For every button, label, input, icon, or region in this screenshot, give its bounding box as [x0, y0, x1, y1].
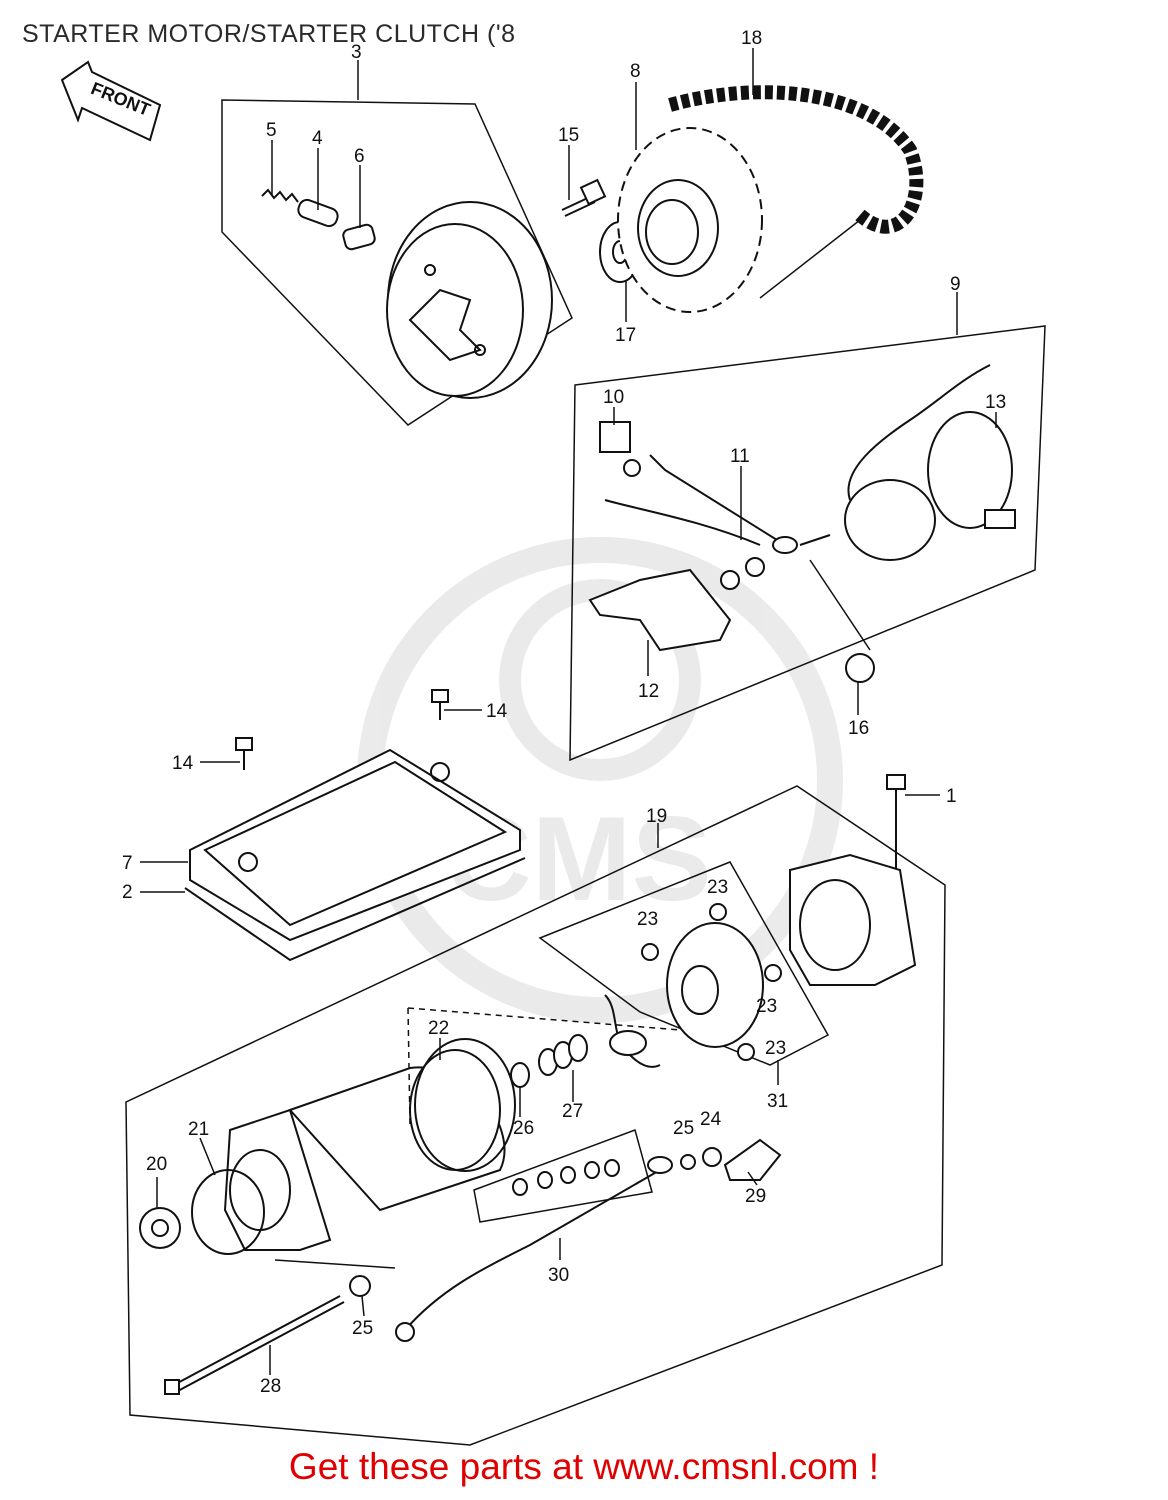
- callout-7: 7: [122, 853, 133, 874]
- terminal-nuts-24-25: [680, 1147, 722, 1170]
- nut-part-25a: [349, 1275, 371, 1297]
- callout-6: 6: [354, 146, 365, 167]
- page-title: STARTER MOTOR/STARTER CLUTCH ('8: [22, 20, 516, 48]
- lead-part-11: [604, 454, 798, 554]
- callout-25a: 25: [673, 1118, 694, 1139]
- spring-part: [261, 188, 299, 203]
- washer-part-26: [510, 1062, 530, 1088]
- callout-9: 9: [950, 274, 961, 295]
- callout-23d: 23: [765, 1038, 786, 1059]
- callout-18: 18: [741, 28, 762, 49]
- callout-2: 2: [122, 882, 133, 903]
- callout-31: 31: [767, 1091, 788, 1112]
- brush-group-frame: [538, 861, 830, 1066]
- callout-24: 24: [700, 1109, 722, 1130]
- callout-25b: 25: [352, 1318, 373, 1339]
- callout-leaders: [140, 48, 997, 1375]
- relay-group-frame: [569, 325, 1046, 762]
- callout-14a: 14: [486, 701, 508, 722]
- motor-group-frame: [125, 785, 946, 1446]
- callout-16: 16: [848, 718, 869, 739]
- bolt-part-14a: [431, 689, 449, 720]
- callout-4: 4: [312, 128, 323, 149]
- callout-23b: 23: [637, 909, 658, 930]
- callout-28: 28: [260, 1376, 281, 1397]
- terminal-cap-part-29: [723, 1138, 782, 1181]
- roller-part: [297, 198, 339, 228]
- callout-29: 29: [745, 1186, 766, 1207]
- callout-5: 5: [266, 120, 277, 141]
- nuts-part: [720, 557, 765, 590]
- callout-12: 12: [638, 681, 659, 702]
- callout-13: 13: [985, 392, 1006, 413]
- callout-21: 21: [188, 1119, 209, 1140]
- motor-front-housing: [223, 1108, 332, 1251]
- nut-part-16: [809, 559, 875, 683]
- callout-8: 8: [630, 61, 641, 82]
- callout-23c: 23: [756, 996, 777, 1017]
- gasket-part-22: [414, 1038, 516, 1172]
- callout-11: 11: [730, 446, 750, 467]
- callout-3: 3: [351, 42, 362, 63]
- bolt-part-1: [886, 774, 906, 870]
- terminal-washers: [473, 1129, 653, 1223]
- through-bolt-part-28: [164, 1295, 345, 1395]
- callout-19: 19: [646, 806, 667, 827]
- bolt-part-14b: [235, 737, 253, 770]
- callout-labels: 1 2 3 4 5 6 7 8 9 10 11 12 13 14 14 15 1…: [122, 28, 1006, 1397]
- motor-end-cover: [789, 853, 917, 986]
- callout-14b: 14: [172, 753, 194, 774]
- gasket-part-2: [184, 857, 526, 962]
- callout-15: 15: [558, 125, 579, 146]
- bracket-part-12: [588, 568, 732, 652]
- cable-part-30: [395, 1156, 673, 1342]
- callout-10: 10: [603, 387, 624, 408]
- cap-part: [342, 223, 376, 251]
- cover-part-7: [189, 748, 521, 942]
- callout-26: 26: [513, 1118, 534, 1139]
- callout-17: 17: [615, 325, 636, 346]
- callout-20: 20: [146, 1154, 167, 1175]
- starter-clutch-body: [386, 201, 553, 399]
- front-arrow-icon: FRONT: [60, 60, 162, 142]
- relay-cover-part-13: [927, 411, 1016, 529]
- callout-1: 1: [946, 786, 957, 807]
- footer-parts-link[interactable]: Get these parts at www.cmsnl.com !: [288, 1446, 880, 1487]
- starter-relay-part: [799, 364, 991, 561]
- cover-part-10: [599, 421, 641, 477]
- motor-yoke: [288, 1049, 506, 1212]
- callout-23a: 23: [707, 877, 728, 898]
- callout-27: 27: [562, 1101, 583, 1122]
- chain-part: [668, 85, 924, 299]
- pinion-gear-part-20: [139, 1207, 181, 1249]
- callout-30: 30: [548, 1265, 569, 1286]
- brush-plate-part: [641, 903, 782, 1061]
- washers-part-27: [538, 1034, 588, 1076]
- terminal-part: [604, 994, 661, 1068]
- bolt-part-15: [561, 178, 607, 217]
- callout-22: 22: [428, 1018, 449, 1039]
- o-ring-part-21: [191, 1169, 265, 1255]
- sprocket-part: [617, 127, 763, 313]
